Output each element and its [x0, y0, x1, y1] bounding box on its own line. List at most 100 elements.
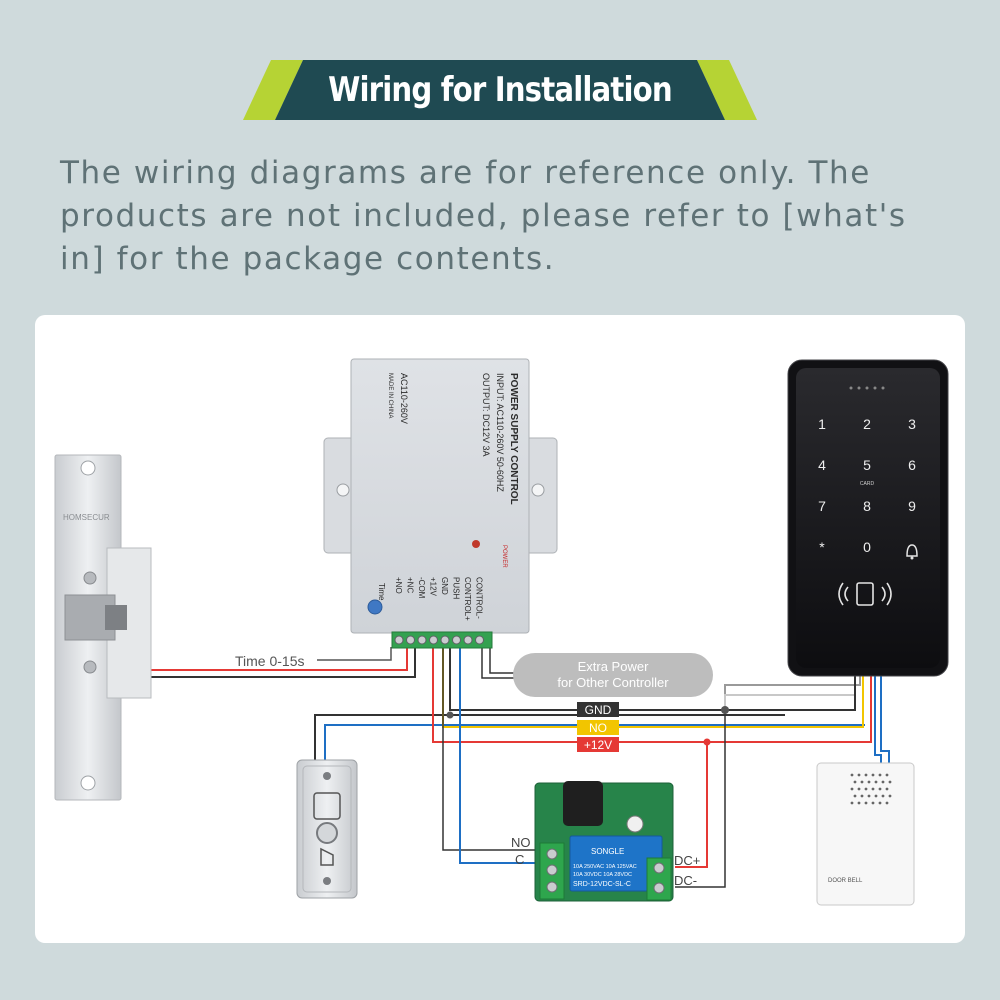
terminal-screw [429, 635, 438, 645]
gnd-tag [577, 702, 619, 717]
keypad-key[interactable]: * [819, 539, 825, 555]
screw [83, 660, 97, 674]
screw-hole [80, 775, 96, 791]
banner-accent-right [697, 60, 757, 120]
wire-relay-dc-minus [675, 710, 726, 888]
keypad-key[interactable]: 7 [818, 498, 826, 514]
wire-bus-gray2 [724, 675, 856, 708]
power-supply: POWER SUPPLY CONTROL INPUT: AC110-260V 5… [323, 358, 558, 649]
title-banner: Wiring for Installation [243, 60, 757, 120]
terminal-screw [406, 635, 415, 645]
page-title: Wiring for Installation [328, 70, 673, 110]
relay-model: SRD-12VDC-SL-C [573, 881, 631, 888]
relay-coil [563, 781, 603, 826]
keypad-key[interactable]: 6 [908, 457, 916, 473]
terminal-screw [440, 635, 450, 645]
keypad-card-label: CARD [860, 481, 875, 487]
psu-made-in: MADE IN CHINA [387, 373, 393, 418]
wire-bus-red [432, 647, 872, 743]
keypad-key[interactable]: 3 [908, 416, 916, 432]
terminal-screw [452, 635, 461, 645]
banner-shape [243, 60, 757, 120]
wire-bus-black [449, 647, 856, 711]
timer-knob [367, 599, 383, 615]
exit-button [296, 759, 358, 899]
lock-keeper [105, 605, 127, 630]
wire-relay-no [442, 647, 540, 851]
keypad-key[interactable]: 8 [863, 498, 871, 514]
no-tag [577, 720, 619, 735]
door-bell: DOOR BELL [816, 762, 915, 906]
terminal-screw [475, 635, 484, 645]
wire-extra-power-1 [481, 647, 515, 679]
psu-terminal-label: PUSH [452, 577, 461, 599]
wire-bus-gray [724, 675, 861, 708]
keypad-key[interactable]: 5 [863, 457, 871, 473]
screw [83, 571, 97, 585]
keypad-key[interactable]: 9 [908, 498, 916, 514]
electric-strike-lock: HOMSECUR [54, 454, 152, 801]
time-callout: Time 0-15s [235, 653, 305, 669]
wire-extra-power-2 [489, 647, 515, 674]
plus12-label: +12V [584, 738, 612, 752]
terminal-screw [463, 635, 473, 645]
psu-input: INPUT: AC110-260V 50-60HZ [495, 373, 505, 492]
relay-brand: SONGLE [591, 847, 624, 856]
power-led [472, 540, 480, 548]
keypad-sensor [849, 386, 885, 390]
wire-lock-black [145, 647, 416, 678]
screw [323, 877, 331, 885]
terminal-screw [417, 635, 427, 645]
psu-terminal-label: +12V [429, 577, 438, 597]
psu-terminal-label: CONTROL+ [463, 577, 472, 621]
psu-time-label: Time [377, 583, 386, 601]
terminal-screw [394, 635, 404, 645]
wire-lock-red [145, 647, 408, 671]
door-bell-speaker [850, 773, 892, 805]
banner-band [275, 60, 725, 120]
hand-icon [320, 847, 334, 866]
wires [145, 647, 890, 888]
relay-spec1: 10A 250VAC 10A 125VAC [573, 864, 637, 870]
psu-terminal-label: +NO [394, 577, 403, 594]
junction-dot [703, 738, 711, 746]
keypad-key[interactable]: 1 [818, 416, 826, 432]
lock-brand: HOMSECUR [63, 513, 110, 522]
psu-title: POWER SUPPLY CONTROL [508, 373, 519, 505]
psu-output: OUTPUT: DC12V 3A [481, 373, 491, 457]
extra-power-line1: Extra Power [578, 659, 649, 674]
keypad-keys: 1 2 3 4 5 6 7 8 9 * 0 [818, 416, 918, 560]
no-label: NO [589, 721, 607, 735]
key-bell-icon[interactable] [906, 544, 918, 560]
wire-time-callout [317, 647, 392, 661]
psu-labels: POWER SUPPLY CONTROL INPUT: AC110-260V 5… [377, 373, 519, 601]
psu-voltage: AC110-260V [399, 373, 409, 424]
wire-relay-c [459, 647, 540, 864]
psu-terminal-label: CONTROL- [475, 577, 484, 619]
psu-power-label: POWER [501, 545, 507, 568]
relay-spec2: 10A 30VDC 10A 28VDC [573, 872, 632, 878]
keypad-key[interactable]: 2 [863, 416, 871, 432]
plus12-tag [577, 737, 619, 752]
psu-terminal-label: +NC [406, 577, 415, 593]
wire-relay-dc-plus [675, 742, 708, 868]
relay-dc-plus-label: DC+ [674, 853, 700, 868]
keypad-key[interactable]: 0 [863, 539, 871, 555]
push-button [316, 822, 338, 844]
door-bell-label: DOOR BELL [828, 878, 863, 884]
relay-c-label: C [515, 852, 524, 867]
exit-door-icon [313, 792, 341, 820]
relay-dc-minus-label: DC- [674, 873, 697, 888]
junction-dot [446, 711, 454, 719]
relay-no-label: NO [511, 835, 531, 850]
gnd-label: GND [585, 703, 612, 717]
intro-text: The wiring diagrams are for reference on… [60, 155, 907, 277]
screw [323, 772, 331, 780]
extra-power-callout: Extra Power for Other Controller [513, 653, 713, 697]
keypad-key[interactable]: 4 [818, 457, 826, 473]
junction-dot [721, 706, 729, 714]
psu-terminal-label: GND [440, 577, 449, 595]
psu-terminal-label: -COM [417, 577, 426, 599]
banner-accent-left [243, 60, 303, 120]
